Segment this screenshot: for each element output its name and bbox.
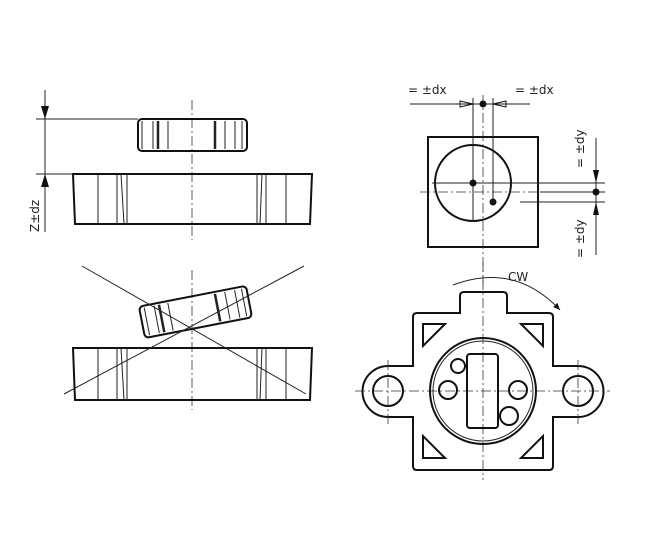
cross-out-line [63, 265, 305, 395]
mount-outline [361, 291, 605, 471]
cw-arrow-icon [452, 277, 561, 311]
dz-label: Z±dz [28, 200, 42, 232]
tilted-puck-part [138, 285, 253, 339]
base-part [71, 173, 314, 225]
dx-left-label: = ±dx [408, 83, 447, 97]
dy-top-label: = ±dy [573, 129, 587, 168]
mount-rotation-view: CW [355, 262, 610, 480]
incorrect-placement-view [63, 265, 314, 410]
puck-part [137, 118, 248, 152]
base-part-2 [71, 347, 314, 401]
xy-tolerance-view: = ±dx = ±dx = ±dy = ±dy [408, 83, 605, 285]
dx-right-label: = ±dx [515, 83, 554, 97]
correct-placement-view: Z±dz [28, 90, 314, 240]
cw-label: CW [508, 270, 528, 284]
dy-bottom-label: = ±dy [573, 219, 587, 258]
cross-out-line [81, 265, 307, 395]
insert-slot [466, 353, 499, 429]
